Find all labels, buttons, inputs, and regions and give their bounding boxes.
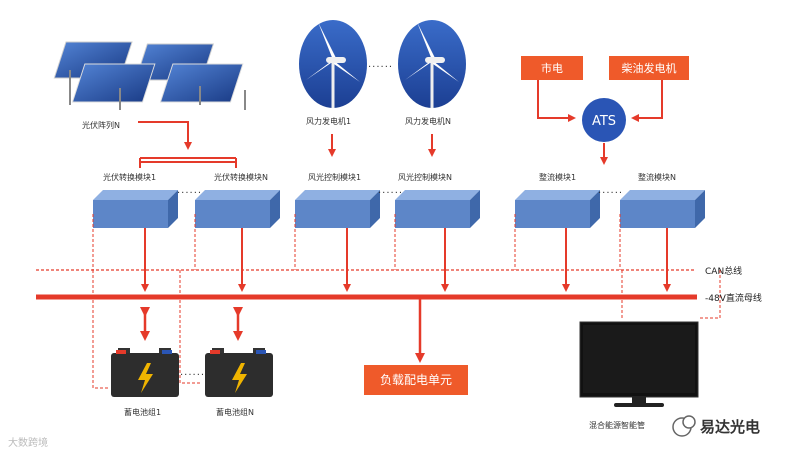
pv-conv1-label: 光伏转换模块1 — [103, 172, 156, 182]
battery1-label: 蓄电池组1 — [124, 407, 161, 417]
svg-text:······: ······ — [180, 370, 205, 381]
wind-genN-label: 风力发电机N — [405, 116, 451, 126]
battery-group-1 — [111, 348, 179, 397]
wind-ctrlN-module — [395, 190, 480, 228]
svg-text:······: ······ — [177, 188, 202, 199]
can-drops — [92, 214, 721, 389]
rect1-label: 整流模块1 — [539, 172, 576, 182]
svg-text:······: ······ — [378, 188, 403, 199]
wind-turbine-n — [398, 20, 466, 108]
rect1-module — [515, 190, 600, 228]
ats-switch — [582, 98, 626, 142]
dc-bus-label: -48V直流母线 — [705, 292, 762, 304]
lightning-icon — [138, 363, 153, 393]
svg-text:······: ······ — [598, 188, 623, 199]
batteryN-label: 蓄电池组N — [216, 407, 254, 417]
pv-conv1-module — [93, 190, 178, 228]
pv-convN-label: 光伏转换模块N — [214, 172, 268, 182]
ats-label: ATS — [592, 114, 616, 129]
pv-array-label: 光伏阵列N — [82, 120, 120, 130]
rectN-label: 整流模块N — [638, 172, 676, 182]
diesel-generator-label: 柴油发电机 — [622, 61, 677, 75]
monitor-label: 混合能源智能管 — [589, 420, 645, 430]
wind-ctrl1-module — [295, 190, 380, 228]
wind-ellipsis: ······ — [368, 62, 393, 73]
brand-label: 易达光电 — [700, 418, 760, 436]
wind-turbine-1 — [299, 20, 367, 108]
mains-label: 市电 — [541, 61, 563, 75]
wind-ctrl1-label: 风光控制模块1 — [308, 172, 361, 182]
load-distribution-box — [364, 365, 468, 395]
wechat-icon — [672, 415, 696, 437]
lightning-icon — [232, 363, 247, 393]
monitor-icon — [579, 321, 699, 407]
battery-arrows — [140, 307, 243, 341]
diesel-generator-box — [609, 56, 689, 80]
pv-feed-arrow — [138, 121, 192, 150]
watermark-text: 大数跨境 — [8, 436, 48, 449]
module-output-arrows — [141, 228, 671, 292]
wind-ctrlN-label: 风光控制模块N — [398, 172, 452, 182]
wind-gen1-label: 风力发电机1 — [306, 116, 351, 126]
can-bus-label: CAN总线 — [705, 265, 742, 277]
battery-group-n — [205, 348, 273, 397]
mains-box — [521, 56, 583, 80]
load-distribution-label: 负载配电单元 — [380, 373, 452, 387]
pv-convN-module — [195, 190, 280, 228]
rectN-module — [620, 190, 705, 228]
solar-panel-array — [53, 41, 246, 110]
